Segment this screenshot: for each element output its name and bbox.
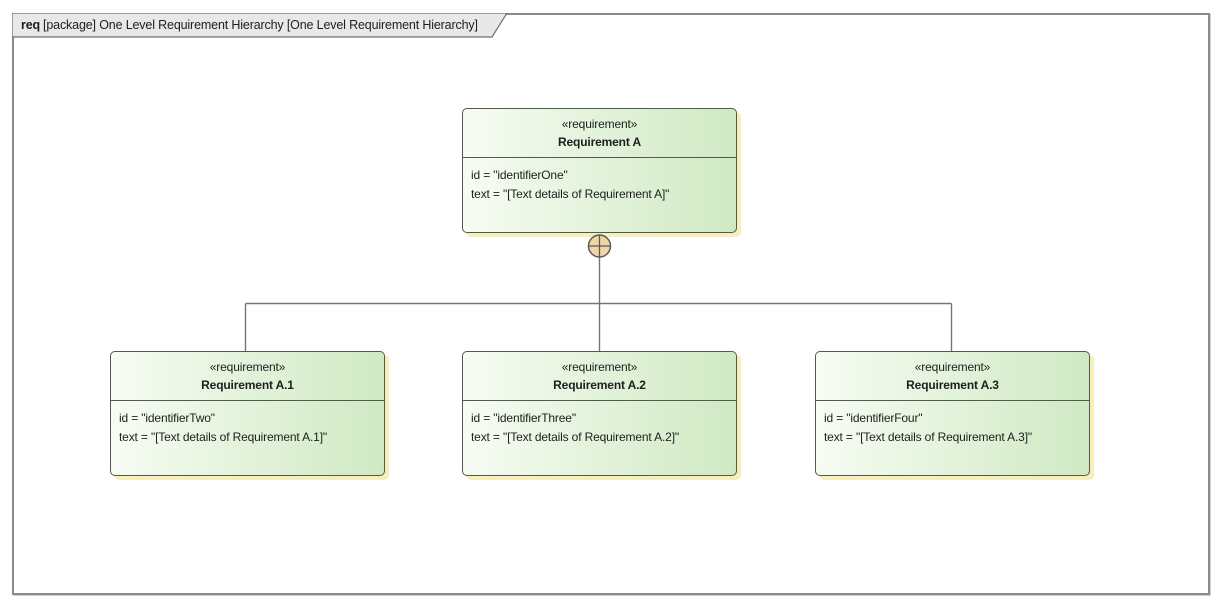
- node-attr-id: id = "identifierThree": [471, 411, 576, 425]
- node-attr-text: text = "[Text details of Requirement A]": [471, 187, 670, 201]
- node-name: Requirement A.3: [906, 378, 999, 392]
- node-stereotype: «requirement»: [561, 117, 638, 131]
- diagram-frame: [12, 13, 1210, 595]
- diagram-keyword: req: [21, 18, 41, 32]
- node-attributes: id = "identifierThree" text = "[Text det…: [463, 401, 736, 447]
- diagram-frame-tab: req[package] One Level Requirement Hiera…: [12, 13, 522, 38]
- node-header: «requirement» Requirement A.3: [816, 352, 1089, 401]
- node-attr-id: id = "identifierOne": [471, 168, 568, 182]
- node-header: «requirement» Requirement A.1: [111, 352, 384, 401]
- node-name: Requirement A: [558, 135, 641, 149]
- node-header: «requirement» Requirement A.2: [463, 352, 736, 401]
- node-attr-text: text = "[Text details of Requirement A.2…: [471, 430, 679, 444]
- node-attr-text: text = "[Text details of Requirement A.3…: [824, 430, 1032, 444]
- node-name: Requirement A.2: [553, 378, 646, 392]
- requirement-node-a[interactable]: «requirement» Requirement A id = "identi…: [462, 108, 737, 233]
- node-attr-id: id = "identifierFour": [824, 411, 923, 425]
- node-attr-text: text = "[Text details of Requirement A.1…: [119, 430, 327, 444]
- diagram-title-text: [package] One Level Requirement Hierarch…: [43, 18, 478, 32]
- node-attributes: id = "identifierOne" text = "[Text detai…: [463, 158, 736, 204]
- diagram-title: req[package] One Level Requirement Hiera…: [21, 13, 478, 38]
- requirement-node-a1[interactable]: «requirement» Requirement A.1 id = "iden…: [110, 351, 385, 476]
- node-stereotype: «requirement»: [209, 360, 286, 374]
- requirement-node-a3[interactable]: «requirement» Requirement A.3 id = "iden…: [815, 351, 1090, 476]
- node-stereotype: «requirement»: [914, 360, 991, 374]
- node-attributes: id = "identifierFour" text = "[Text deta…: [816, 401, 1089, 447]
- node-header: «requirement» Requirement A: [463, 109, 736, 158]
- frame-tab-shape: [12, 13, 508, 38]
- node-attributes: id = "identifierTwo" text = "[Text detai…: [111, 401, 384, 447]
- node-name: Requirement A.1: [201, 378, 294, 392]
- node-attr-id: id = "identifierTwo": [119, 411, 215, 425]
- requirement-node-a2[interactable]: «requirement» Requirement A.2 id = "iden…: [462, 351, 737, 476]
- node-stereotype: «requirement»: [561, 360, 638, 374]
